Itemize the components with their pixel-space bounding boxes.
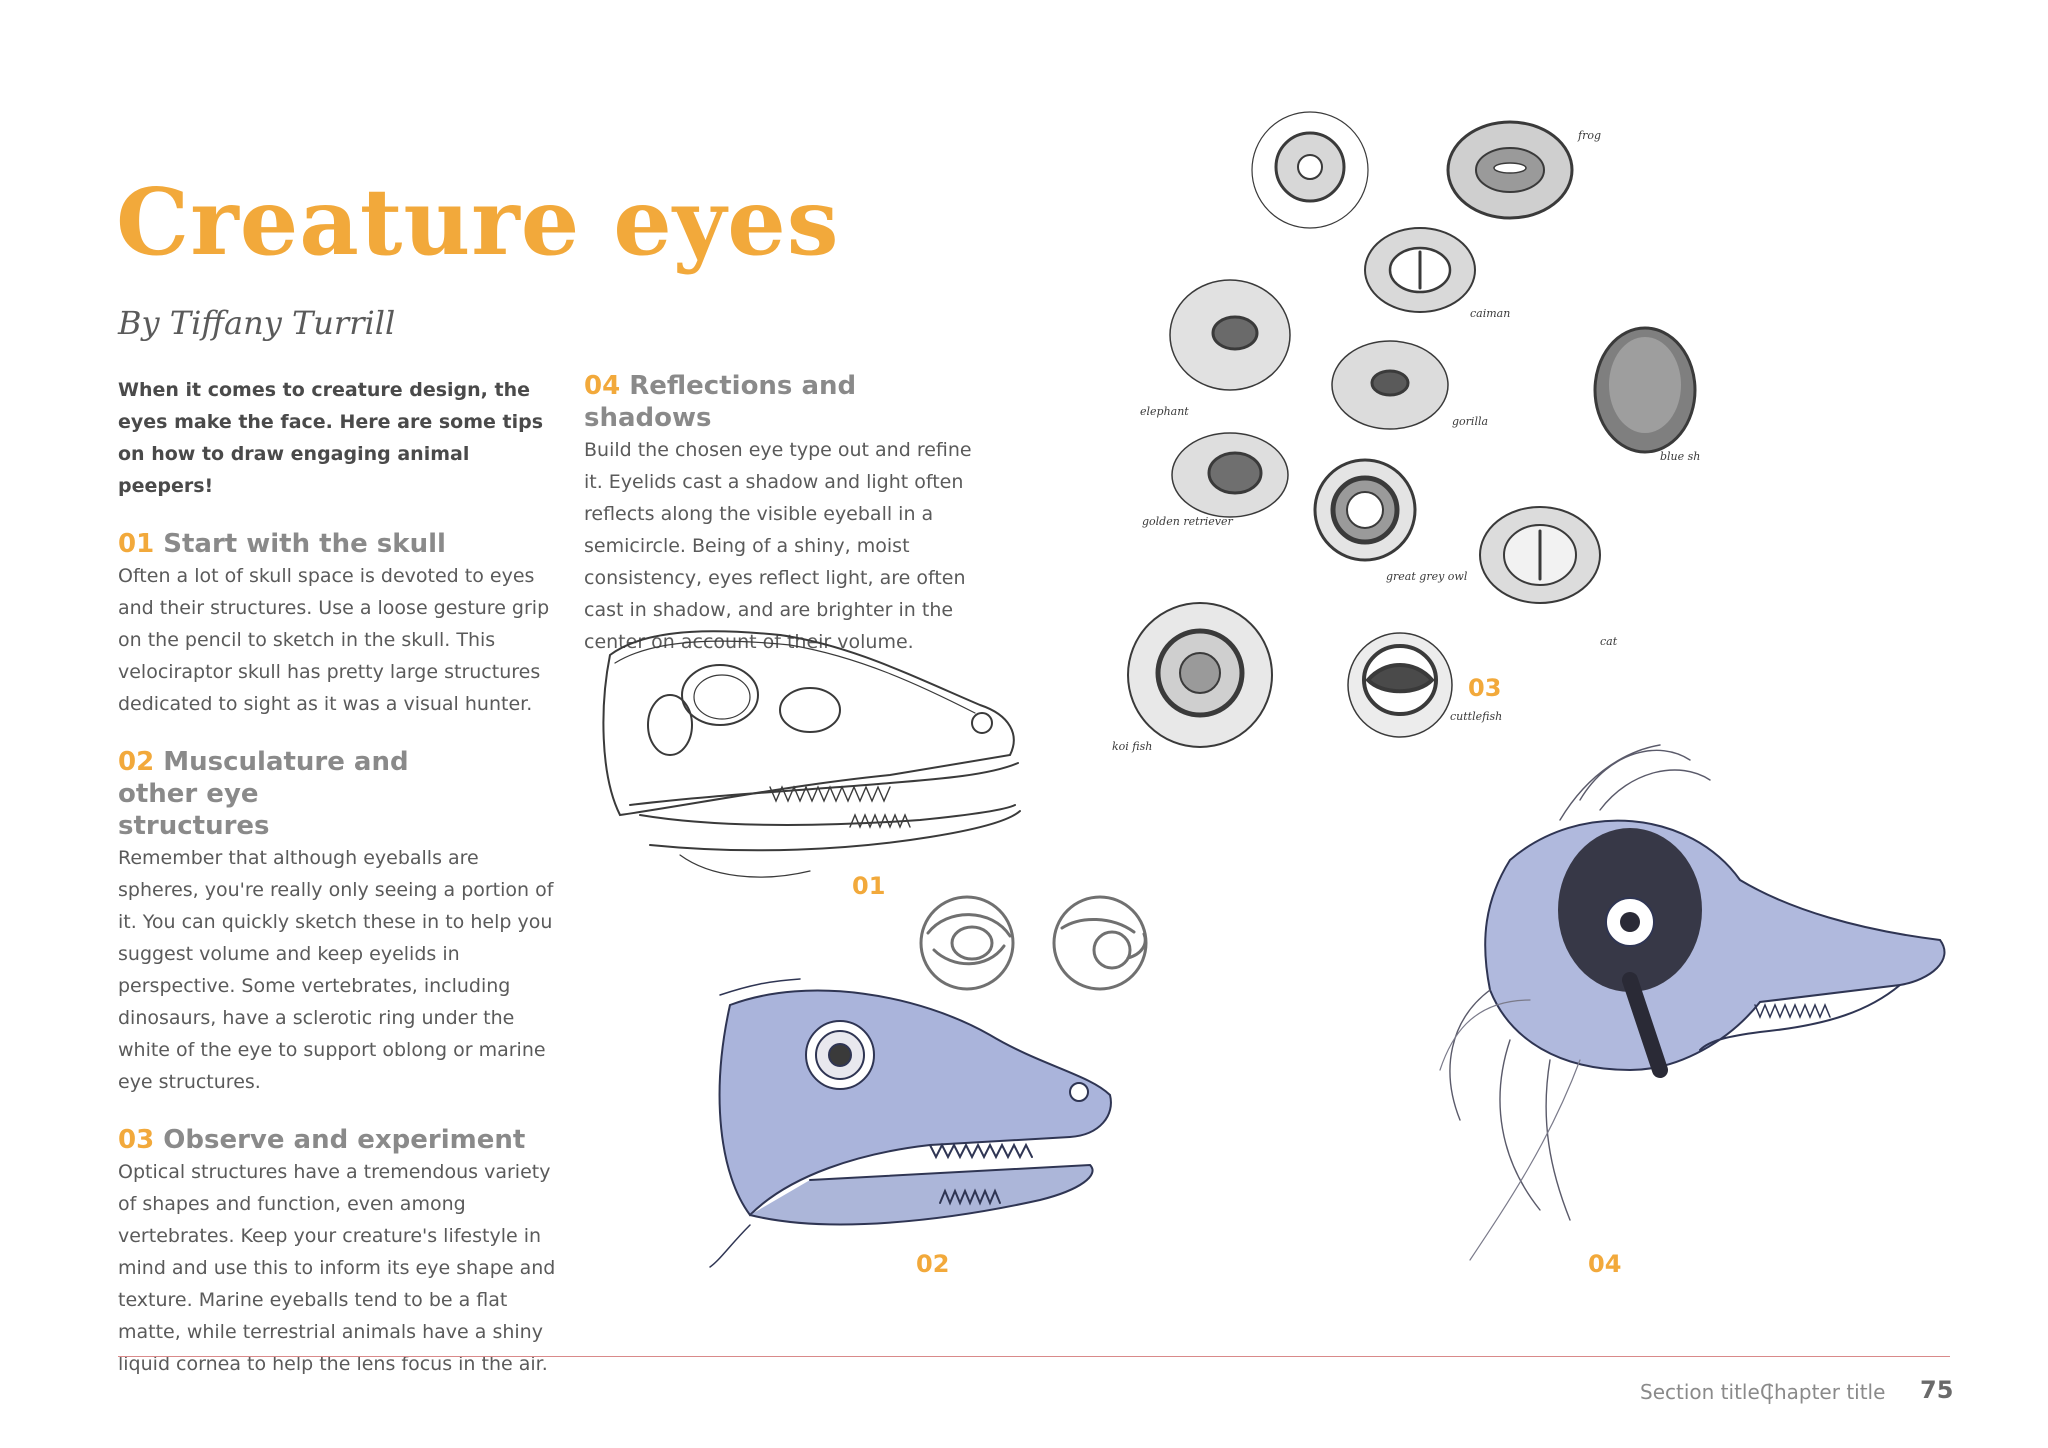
section-title: Reflections and shadows [584,371,857,433]
section-number: 04 [584,371,621,401]
note-elephant: elephant [1140,405,1189,418]
section-body-03: Optical structures have a tremendous var… [118,1161,556,1375]
byline: By Tiffany Turrill [118,304,396,342]
note-caiman: caiman [1470,307,1510,320]
footer-rule [118,1356,1950,1357]
section-heading-02: 02 Musculature and other eye structures [118,746,418,842]
footer-chapter-title: Chapter title [1760,1380,1886,1404]
section-heading-01: 01 Start with the skull [118,528,558,560]
section-title: Start with the skull [163,529,446,559]
figure-label-02: 02 [916,1250,950,1278]
eye-study-sketches: frog caiman elephant gorilla blue shark … [1112,111,1700,753]
page-number: 75 [1920,1376,1954,1404]
section-title: Observe and experiment [163,1125,526,1155]
figure-label-04: 04 [1588,1250,1622,1278]
section-number: 02 [118,747,155,777]
intro-text: When it comes to creature design, the ey… [118,379,544,497]
section-number: 01 [118,529,155,559]
figure-label-03: 03 [1468,674,1502,702]
note-frog: frog [1577,129,1601,142]
figure-label-01: 01 [852,872,886,900]
raptor-head-color-sketch [709,978,1112,1268]
section-body-01: Often a lot of skull space is devoted to… [118,565,550,715]
note-cuttlefish: cuttlefish [1450,710,1502,723]
left-column: When it comes to creature design, the ey… [118,374,558,1380]
section-title: Musculature and other eye structures [118,747,409,841]
note-blue-shark: blue shark [1660,450,1700,463]
middle-column: 04 Reflections and shadows Build the cho… [584,370,974,658]
section-body-02: Remember that although eyeballs are sphe… [118,847,554,1093]
section-heading-03: 03 Observe and experiment [118,1124,558,1156]
note-golden-retriever: golden retriever [1142,515,1234,528]
feathered-creature-sketch [1439,744,1946,1261]
velociraptor-skull-sketch [602,630,1021,878]
note-cat: cat [1600,635,1618,648]
note-gorilla: gorilla [1452,415,1488,428]
section-body-04: Build the chosen eye type out and refine… [584,439,972,653]
note-great-grey-owl: great grey owl [1386,570,1468,583]
note-koi-fish: koi fish [1112,740,1152,753]
page-title: Creature eyes [116,168,840,276]
section-heading-04: 04 Reflections and shadows [584,370,974,434]
footer-section-title: Section title | [1640,1380,1773,1404]
eye-sphere-sketches [919,895,1148,991]
section-number: 03 [118,1125,155,1155]
